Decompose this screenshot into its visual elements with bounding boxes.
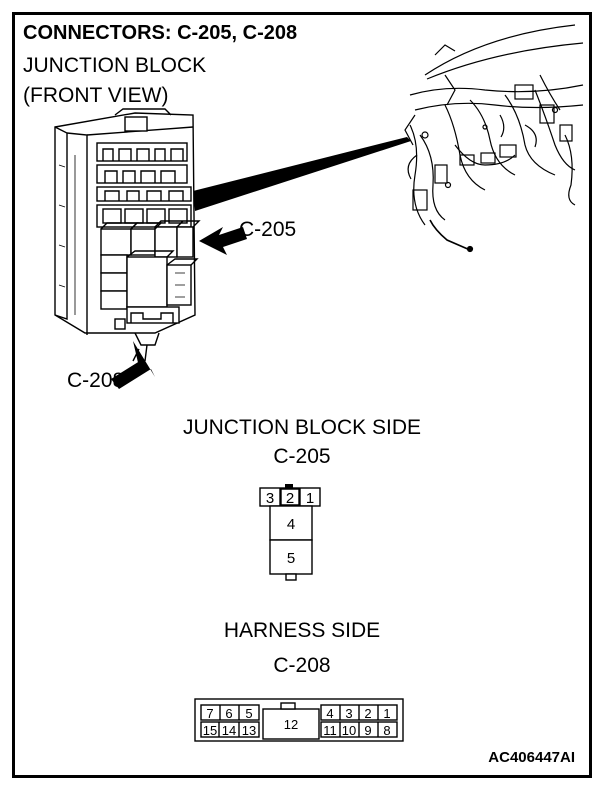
- dashboard-illustration: [404, 24, 584, 253]
- arrow-c205: [199, 227, 247, 255]
- arrow-c208: [111, 341, 155, 389]
- c208-pin-10: 10: [342, 723, 356, 738]
- figure-code: AC406447AI: [488, 749, 575, 766]
- c208-pin-12: 12: [284, 717, 298, 732]
- c208-pin-13: 13: [242, 723, 256, 738]
- c208-pin-14: 14: [222, 723, 236, 738]
- harness-side-connector: C-208: [273, 654, 331, 677]
- diagram-frame: CONNECTORS: C-205, C-208 JUNCTION BLOCK …: [12, 12, 592, 778]
- c205-pin-1: 1: [306, 490, 314, 507]
- c208-pin-15: 15: [203, 723, 217, 738]
- c208-pin-8: 8: [383, 723, 390, 738]
- c208-pin-11: 11: [323, 723, 337, 738]
- junction-block: [54, 108, 201, 362]
- c208-pin-2: 2: [364, 706, 371, 721]
- diagram-title: CONNECTORS: C-205, C-208: [23, 22, 298, 44]
- callout-c208: C-208: [67, 369, 125, 392]
- diagram-subtitle-line1: JUNCTION BLOCK: [23, 54, 207, 77]
- junction-block-side-heading: JUNCTION BLOCK SIDE: [182, 416, 422, 439]
- c208-pin-1: 1: [383, 706, 390, 721]
- harness-side-heading: HARNESS SIDE: [223, 619, 381, 642]
- c205-pin-4: 4: [287, 516, 295, 533]
- connector-c205: [259, 484, 321, 581]
- c208-pin-labels: 7 6 5 4 3 2 1 12 15 14 13 11 10 9 8: [203, 706, 391, 738]
- c208-pin-3: 3: [345, 706, 352, 721]
- callout-c205: C-205: [239, 218, 297, 241]
- connector-c208: [194, 698, 404, 742]
- c208-pin-6: 6: [225, 706, 232, 721]
- diagram-subtitle-line2: (FRONT VIEW): [23, 84, 169, 107]
- junction-block-side-connector: C-205: [273, 445, 331, 468]
- pointer-wedge: [193, 137, 411, 211]
- c208-pin-5: 5: [245, 706, 252, 721]
- c205-pin-labels: 3 2 1 4 5: [266, 490, 314, 567]
- c208-pin-4: 4: [326, 706, 333, 721]
- c208-pin-7: 7: [206, 706, 213, 721]
- c205-pin-5: 5: [287, 550, 295, 567]
- illustration: 3 2 1 4 5 7 6 5 4 3 2 1 12 15 14 13 11 1…: [54, 24, 584, 742]
- c205-pin-2: 2: [286, 490, 294, 507]
- c205-pin-3: 3: [266, 490, 274, 507]
- c208-pin-9: 9: [364, 723, 371, 738]
